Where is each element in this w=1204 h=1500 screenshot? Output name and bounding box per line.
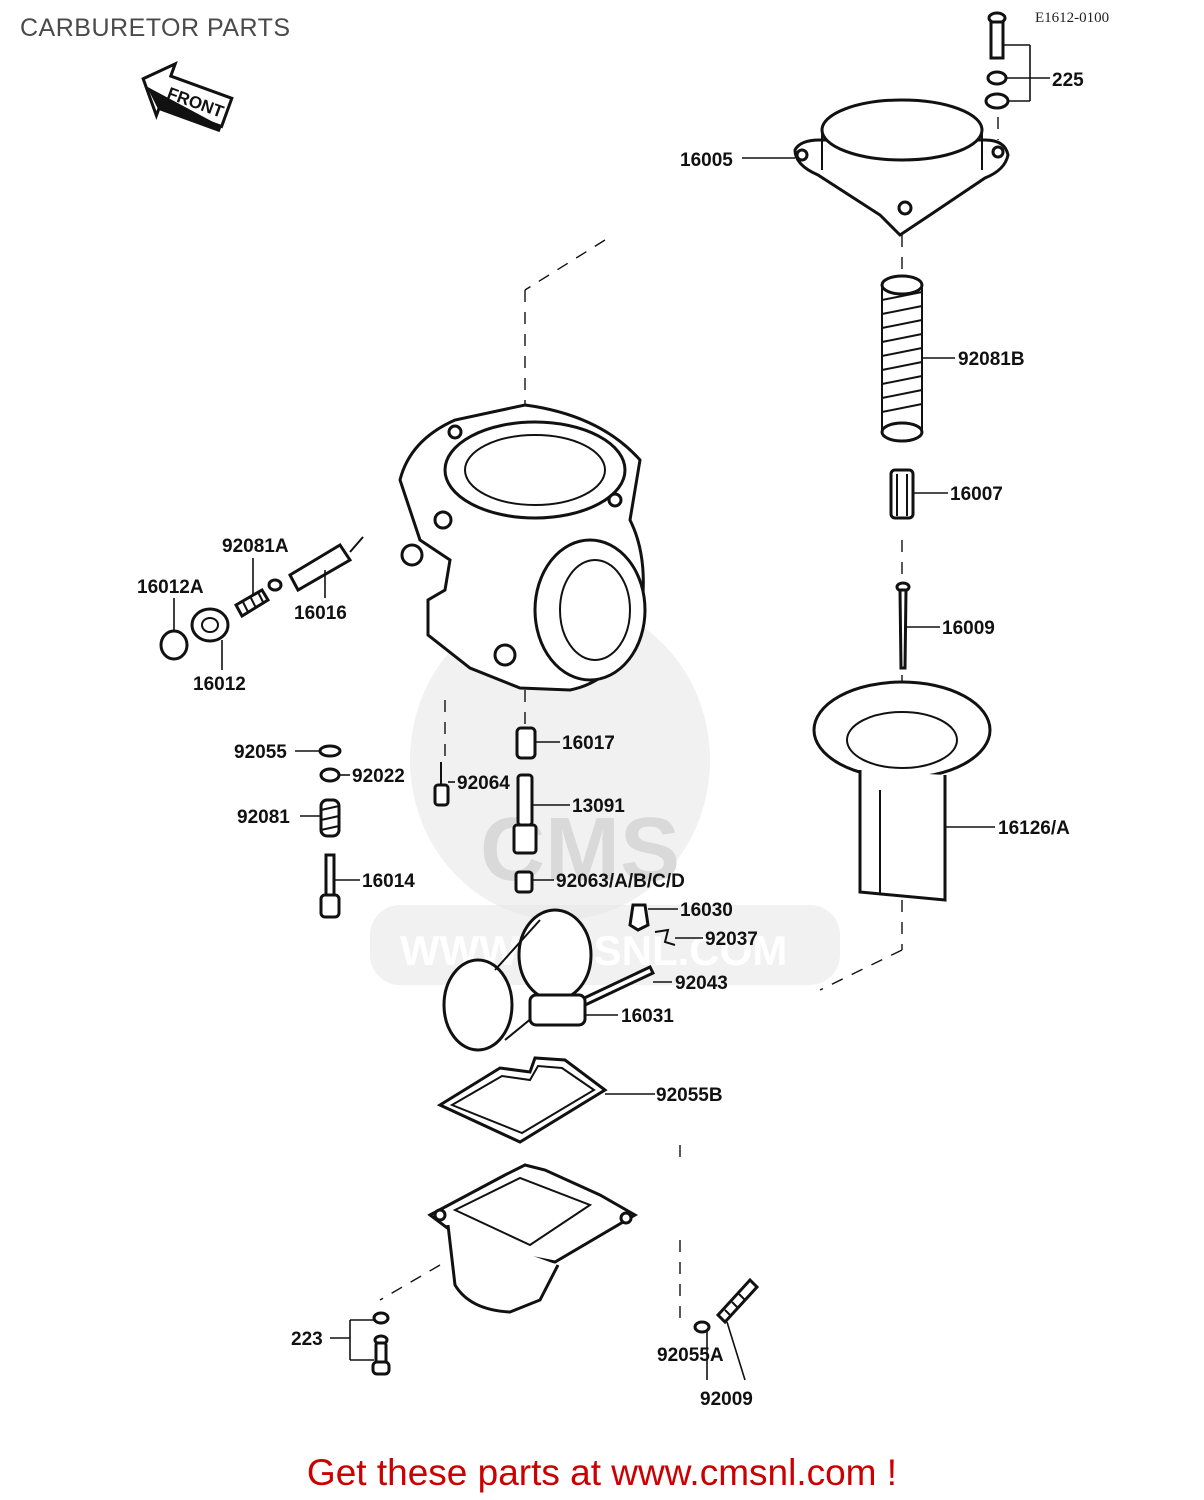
spring-92081B-icon bbox=[880, 274, 924, 443]
part-label-16005[interactable]: 16005 bbox=[680, 150, 733, 171]
part-label-16126A[interactable]: 16126/A bbox=[998, 818, 1070, 839]
part-label-92081A[interactable]: 92081A bbox=[222, 536, 289, 557]
part-label-16012[interactable]: 16012 bbox=[193, 674, 246, 695]
part-label-16007[interactable]: 16007 bbox=[950, 484, 1003, 505]
air-jet-92064-icon bbox=[433, 762, 450, 807]
oring-92055-icon bbox=[318, 744, 342, 758]
part-labels: 225 16005 92081B 16007 92081A 16012A 160… bbox=[137, 70, 1084, 1410]
front-arrow-icon: FRONT bbox=[141, 60, 234, 133]
plug-16012-icon bbox=[159, 607, 230, 661]
page-title: CARBURETOR PARTS bbox=[20, 14, 291, 42]
drain-screw-92009-icon bbox=[693, 1277, 760, 1334]
pilot-screw-16016-icon bbox=[267, 536, 364, 593]
spring-92081A-icon bbox=[233, 587, 271, 619]
part-label-16012A[interactable]: 16012A bbox=[137, 577, 204, 598]
jet-needle-16009-icon bbox=[895, 581, 911, 670]
float-16031-icon bbox=[442, 908, 593, 1052]
main-jet-92063-icon bbox=[514, 870, 534, 894]
assembly-lines bbox=[379, 95, 999, 1320]
part-shapes bbox=[159, 11, 1010, 1376]
part-label-223[interactable]: 223 bbox=[291, 1329, 323, 1350]
spring-92081-icon bbox=[319, 798, 341, 838]
washer-92022-icon bbox=[319, 767, 341, 783]
screw-223-icon bbox=[371, 1311, 391, 1376]
top-cover-16005-icon bbox=[793, 98, 1010, 237]
float-bowl-icon bbox=[427, 1163, 638, 1314]
part-label-225[interactable]: 225 bbox=[1052, 70, 1084, 91]
part-label-92055B[interactable]: 92055B bbox=[656, 1085, 723, 1106]
part-label-92063[interactable]: 92063/A/B/C/D bbox=[556, 871, 685, 892]
leader-lines bbox=[173, 44, 1050, 1381]
part-label-16031[interactable]: 16031 bbox=[621, 1006, 674, 1027]
part-label-92022[interactable]: 92022 bbox=[352, 766, 405, 787]
part-label-16030[interactable]: 16030 bbox=[680, 900, 733, 921]
part-label-92037[interactable]: 92037 bbox=[705, 929, 758, 950]
reference-code: E1612-0100 bbox=[1035, 10, 1109, 26]
part-label-92009[interactable]: 92009 bbox=[700, 1389, 753, 1410]
screw-225-icon bbox=[984, 11, 1010, 110]
part-label-92081B[interactable]: 92081B bbox=[958, 349, 1025, 370]
part-label-92055[interactable]: 92055 bbox=[234, 742, 287, 763]
part-label-16009[interactable]: 16009 bbox=[942, 618, 995, 639]
throttle-screw-16014-icon bbox=[319, 853, 341, 919]
promo-link[interactable]: Get these parts at www.cmsnl.com ! bbox=[306, 1452, 898, 1493]
part-label-16014[interactable]: 16014 bbox=[362, 871, 415, 892]
carburetor-body-icon bbox=[398, 403, 647, 692]
gasket-92055B-icon bbox=[436, 1056, 608, 1144]
part-label-13091[interactable]: 13091 bbox=[572, 796, 625, 817]
needle-jet-13091-icon bbox=[512, 773, 538, 855]
needle-holder-16007-icon bbox=[889, 468, 915, 520]
part-label-16016[interactable]: 16016 bbox=[294, 603, 347, 624]
part-label-92043[interactable]: 92043 bbox=[675, 973, 728, 994]
clip-92037-icon bbox=[654, 928, 676, 946]
part-label-16017[interactable]: 16017 bbox=[562, 733, 615, 754]
part-label-92081[interactable]: 92081 bbox=[237, 807, 290, 828]
vacuum-slide-16126-icon bbox=[812, 680, 992, 902]
float-valve-16030-icon bbox=[628, 903, 650, 932]
part-label-92055A[interactable]: 92055A bbox=[657, 1345, 724, 1366]
pilot-jet-16017-icon bbox=[515, 726, 537, 760]
part-label-92064[interactable]: 92064 bbox=[457, 773, 510, 794]
